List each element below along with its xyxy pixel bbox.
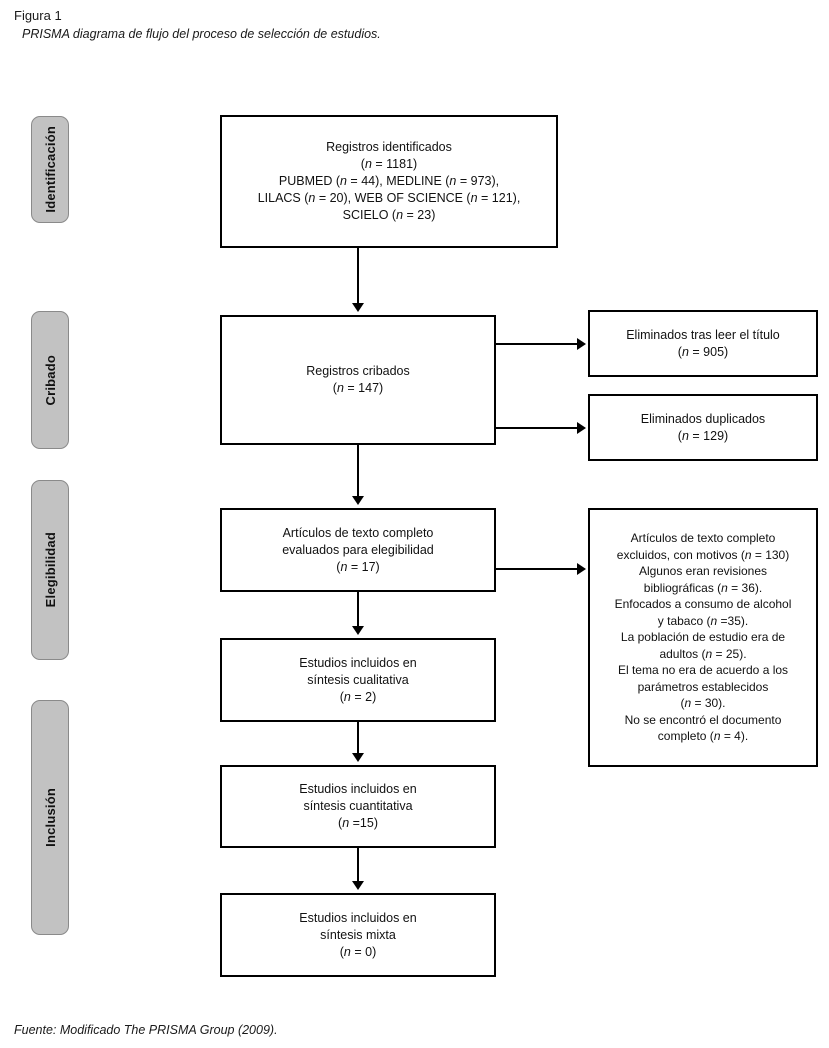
arrowhead-screened-to-eligibility — [352, 496, 364, 505]
arrowhead-screened-to-excluded-duplicates — [577, 422, 586, 434]
connector-qualitative-to-quantitative — [357, 722, 359, 753]
box-eliminados-tras-leer-titulo: Eliminados tras leer el título(n = 905) — [588, 310, 818, 377]
connector-eligibility-to-excluded-reasons — [496, 568, 579, 570]
figure-source: Fuente: Modificado The PRISMA Group (200… — [14, 1023, 278, 1037]
box-eliminados-tras-leer-titulo-text: Eliminados tras leer el título(n = 905) — [626, 327, 780, 359]
connector-screened-to-excluded-title — [496, 343, 579, 345]
box-registros-identificados-text: Registros identificados(n = 1181)PUBMED … — [257, 140, 521, 222]
connector-identified-to-screened — [357, 248, 359, 305]
arrowhead-screened-to-excluded-title — [577, 338, 586, 350]
stage-pill-identificacion: Identificación — [31, 116, 69, 223]
box-eliminados-duplicados: Eliminados duplicados(n = 129) — [588, 394, 818, 461]
connector-screened-to-eligibility — [357, 445, 359, 496]
figure-label: Figura 1 — [14, 8, 62, 23]
stage-pill-inclusion: Inclusión — [31, 700, 69, 935]
stage-label-identificacion: Identificación — [42, 126, 58, 213]
arrowhead-eligibility-to-qualitative — [352, 626, 364, 635]
box-registros-cribados-text: Registros cribados(n = 147) — [306, 364, 410, 395]
figure-caption: PRISMA diagrama de flujo del proceso de … — [22, 27, 381, 41]
stage-label-cribado: Cribado — [42, 354, 58, 406]
box-registros-cribados: Registros cribados(n = 147) — [220, 315, 496, 445]
stage-pill-elegibilidad: Elegibilidad — [31, 480, 69, 660]
box-registros-identificados: Registros identificados(n = 1181)PUBMED … — [220, 115, 558, 248]
connector-screened-to-excluded-duplicates — [496, 427, 579, 429]
connector-quantitative-to-mixed — [357, 848, 359, 881]
box-eliminados-duplicados-text: Eliminados duplicados(n = 129) — [640, 411, 766, 443]
stage-label-inclusion: Inclusión — [42, 788, 58, 847]
connector-eligibility-to-qualitative — [357, 592, 359, 626]
stage-label-elegibilidad: Elegibilidad — [42, 532, 58, 608]
arrowhead-eligibility-to-excluded-reasons — [577, 563, 586, 575]
arrowhead-qualitative-to-quantitative — [352, 753, 364, 762]
arrowhead-identified-to-screened — [352, 303, 364, 312]
arrowhead-quantitative-to-mixed — [352, 881, 364, 890]
stage-pill-cribado: Cribado — [31, 311, 69, 449]
